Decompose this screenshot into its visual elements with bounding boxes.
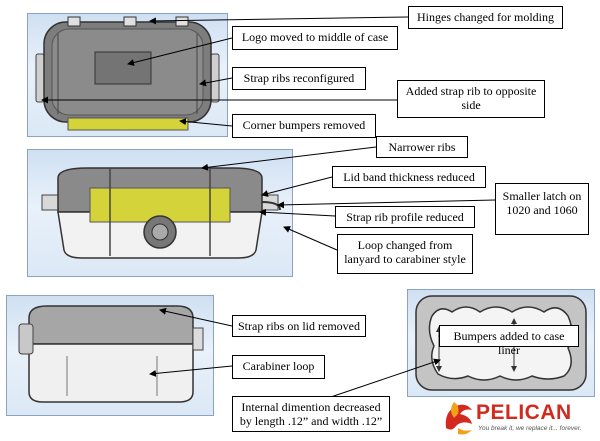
callout-smaller-latch: Smaller latch on 1020 and 1060 (495, 183, 589, 235)
callout-narrower-ribs: Narrower ribs (376, 136, 468, 158)
callout-strap-ribs-lid-removed: Strap ribs on lid removed (232, 315, 366, 337)
pelican-bird-icon (445, 402, 472, 435)
front-view-panel (27, 149, 293, 277)
brand-tagline: You break it, we replace it... forever. (478, 425, 582, 432)
callout-strap-rib-profile: Strap rib profile reduced (335, 206, 475, 228)
pelican-logo: PELICAN You break it, we replace it... f… (442, 398, 592, 438)
callout-logo-moved: Logo moved to middle of case (232, 26, 398, 50)
callout-loop-changed: Loop changed from lanyard to carabiner s… (337, 234, 473, 274)
brand-name: PELICAN (476, 401, 572, 424)
case-front-view-drawing (41, 167, 281, 259)
case-top-view-drawing (35, 16, 220, 131)
callout-added-strap-rib: Added strap rib to opposite side (397, 80, 545, 118)
callout-carabiner-loop: Carabiner loop (232, 355, 325, 379)
top-view-panel (27, 13, 228, 137)
case-angled-view-drawing (18, 305, 204, 403)
callout-lid-band: Lid band thickness reduced (332, 166, 486, 188)
callout-hinges: Hinges changed for molding (408, 6, 563, 29)
callout-bumpers-liner: Bumpers added to case liner (439, 325, 579, 357)
callout-internal-dimension: Internal dimention decreased by length .… (232, 396, 390, 432)
callout-strap-ribs-reconfigured: Strap ribs reconfigured (232, 67, 366, 90)
angled-view-panel (6, 295, 214, 416)
callout-corner-bumpers: Corner bumpers removed (232, 114, 376, 138)
